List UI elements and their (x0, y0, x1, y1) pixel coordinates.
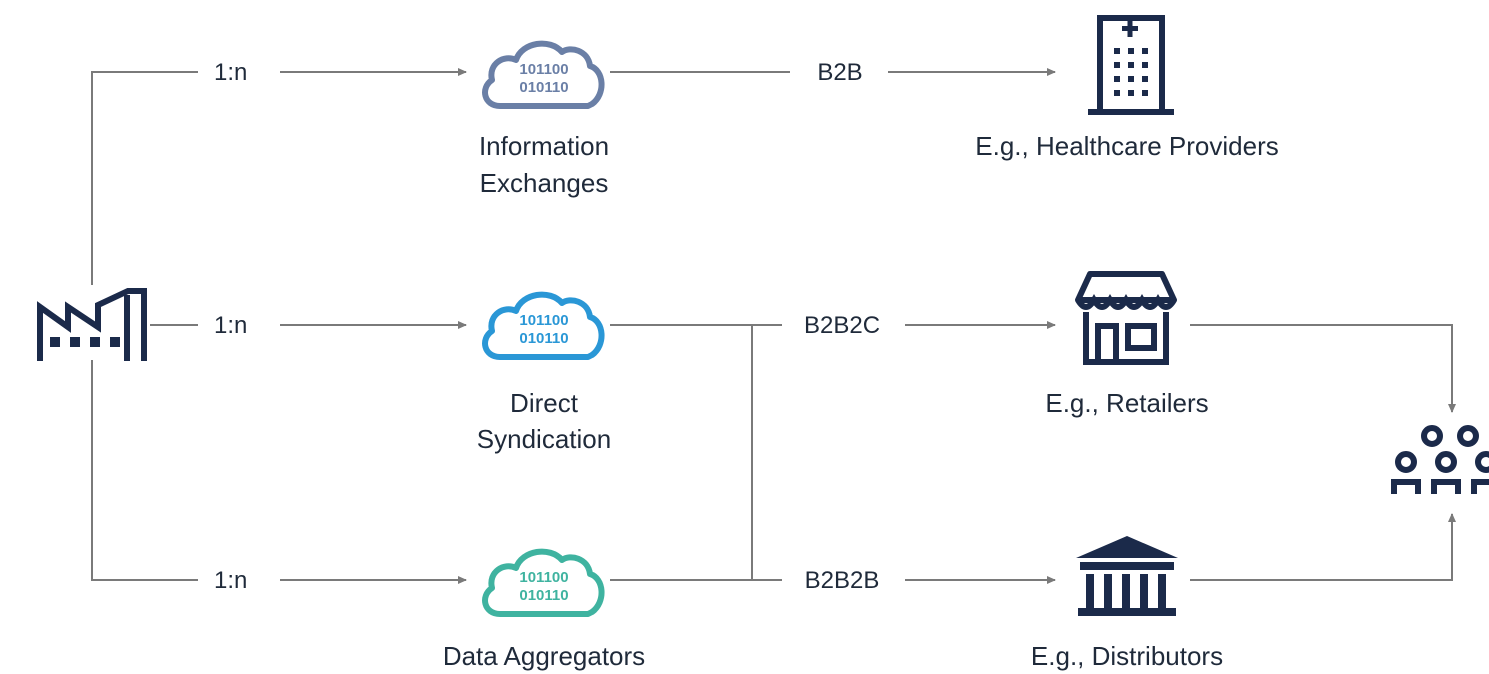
ratio-label-top: 1:n (214, 59, 248, 86)
data-aggregators-label: Data Aggregators (442, 641, 646, 671)
destination-label-healthcare: E.g., Healthcare Providers (975, 131, 1279, 161)
arrow-distributors-to-consumers (1190, 513, 1456, 581)
line-source-to-top (91, 71, 198, 285)
people-group-icon (1391, 425, 1489, 494)
cloud-binary-line1: 101100 (519, 569, 568, 586)
ratio-label-middle: 1:n (214, 312, 248, 339)
cloud-binary-line1: 101100 (519, 61, 568, 78)
factory-icon (37, 288, 147, 361)
connection-label-b2b2b: B2B2B (804, 567, 880, 594)
destination-label-distributors: E.g., Distributors (1030, 641, 1224, 671)
cloud-binary-icon-aggregator: 101100 010110 (482, 548, 605, 617)
info-exchanges-label-line1: Information (478, 131, 610, 161)
connection-label-b2b2c: B2B2C (803, 312, 881, 339)
warehouse-icon (1076, 536, 1178, 616)
line-source-to-bottom (91, 360, 198, 581)
direct-syndication-label-line2: Syndication (476, 424, 612, 454)
info-exchanges-label-line2: Exchanges (479, 168, 609, 198)
hospital-icon (1088, 15, 1174, 115)
cloud-binary-icon-direct: 101100 010110 (482, 291, 605, 360)
connector-lines (91, 68, 1456, 584)
connection-label-b2b: B2B (817, 59, 863, 86)
arrow-retailers-to-consumers (1190, 324, 1456, 413)
cloud-binary-icon-info: 101100 010110 (482, 40, 605, 109)
cloud-binary-line2: 010110 (519, 330, 568, 347)
storefront-icon (1075, 271, 1177, 365)
destination-label-retailers: E.g., Retailers (1045, 388, 1209, 418)
cloud-binary-line1: 101100 (519, 312, 568, 329)
direct-syndication-label-line1: Direct (510, 388, 578, 418)
ratio-label-bottom: 1:n (214, 567, 248, 594)
cloud-binary-line2: 010110 (519, 587, 568, 604)
cloud-binary-line2: 010110 (519, 79, 568, 96)
